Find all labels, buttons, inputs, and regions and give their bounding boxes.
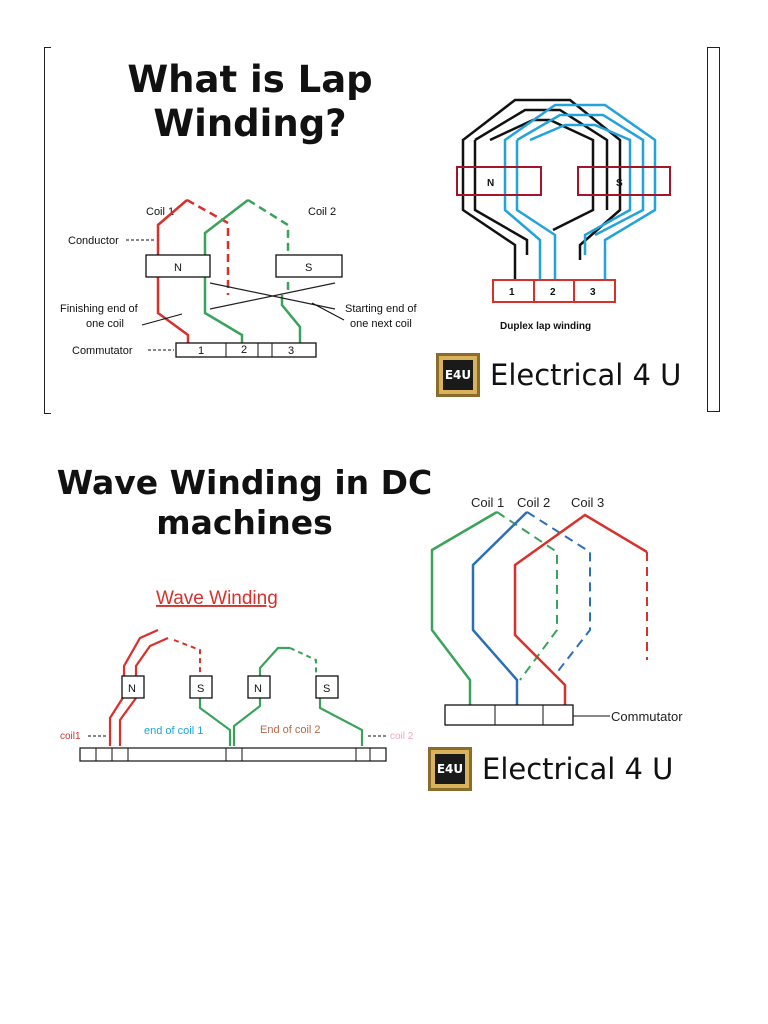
wave-pole-4-label: S <box>323 683 330 695</box>
wave-subtitle: Wave Winding <box>156 588 278 609</box>
e4u-chip-text: E4U <box>443 360 473 390</box>
coil2-end-lead <box>280 295 302 347</box>
starting-end-line2: one next coil <box>350 318 412 330</box>
wave-winding-diagram: Wave Winding N S N S coil1 end of coil 1… <box>60 588 414 762</box>
wave-coil1-label: coil1 <box>60 731 81 742</box>
pole-n-box <box>145 254 211 278</box>
coil2-lead <box>203 295 244 347</box>
conductor-label: Conductor <box>68 235 119 247</box>
lap-title-line2: Winding? <box>153 102 347 146</box>
coil1-label: Coil 1 <box>146 206 174 218</box>
duplex-black-coil-top <box>474 108 609 210</box>
duplex-seg-2: 2 <box>550 287 556 298</box>
duplex-pole-s <box>577 166 671 196</box>
pole-n-label: N <box>174 262 182 274</box>
duplex-blue-coil-mid <box>516 113 645 237</box>
duplex-caption: Duplex lap winding <box>500 321 591 332</box>
wave-pole-1 <box>121 675 145 699</box>
lap-panel-right-border <box>707 47 720 412</box>
right-blue-coil-return <box>526 511 591 676</box>
brand-name: Electrical 4 U <box>490 358 682 392</box>
e4u-chip-icon: E4U <box>436 353 480 397</box>
e4u-chip-text-bottom: E4U <box>435 754 465 784</box>
lap-panel-left-border <box>44 47 51 414</box>
wave-green-lead <box>318 696 364 746</box>
right-commutator <box>444 704 574 726</box>
wave-pole-4 <box>315 675 339 699</box>
lap-winding-diagram: Coil 1 Coil 2 Conductor N S Finishing en… <box>60 198 417 358</box>
right-coil3-label: Coil 3 <box>571 495 604 510</box>
right-coil1-label: Coil 1 <box>471 495 504 510</box>
starting-end-arrow <box>311 302 345 321</box>
duplex-seg-3: 3 <box>590 287 596 298</box>
wave-pole-3-label: N <box>254 683 262 695</box>
right-coil2-label: Coil 2 <box>517 495 550 510</box>
finishing-end-line1: Finishing end of <box>60 303 139 315</box>
wave-red-return <box>173 639 201 673</box>
wave-green-link <box>198 696 232 746</box>
wave-title: Wave Winding in DC machines <box>52 463 437 542</box>
wave-green-return <box>289 647 317 676</box>
lap-title-line1: What is Lap <box>127 58 373 101</box>
wave-pole-2-label: S <box>197 683 204 695</box>
coil1-right-conductor <box>186 198 230 295</box>
brand-logo-bottom: E4U Electrical 4 U <box>428 747 673 791</box>
wave-pole-2 <box>189 675 213 699</box>
duplex-blue-coil-outer <box>503 103 657 280</box>
duplex-pole-n-label: N <box>487 178 494 189</box>
wave-end-coil1: end of coil 1 <box>144 725 203 737</box>
commutator-bar <box>175 342 317 358</box>
right-green-coil <box>430 510 498 705</box>
pole-s-label: S <box>305 262 312 274</box>
brand-name-bottom: Electrical 4 U <box>482 752 674 786</box>
duplex-lap-diagram: N S 1 2 3 Duplex lap winding <box>456 98 671 332</box>
commutator-seg-3: 3 <box>288 345 294 357</box>
duplex-commutator <box>492 279 616 303</box>
coil2-right-conductor <box>247 198 290 295</box>
finishing-end-arrow <box>141 313 183 326</box>
lap-title: What is Lap Winding? <box>110 58 390 147</box>
right-green-coil-return <box>496 511 558 681</box>
right-red-coil <box>513 513 648 705</box>
commutator-seg-2: 2 <box>241 344 247 356</box>
finishing-end-line2: one coil <box>86 318 124 330</box>
wave-end-coil2: End of coil 2 <box>260 724 321 736</box>
coil1-lead <box>156 295 190 347</box>
right-commutator-label: Commutator <box>611 709 683 724</box>
duplex-pole-s-label: S <box>616 178 623 189</box>
wave-title-line2: machines <box>156 502 333 542</box>
coil2-label: Coil 2 <box>308 206 336 218</box>
wave-coil2-label: coil 2 <box>390 731 414 742</box>
e4u-chip-icon-bottom: E4U <box>428 747 472 791</box>
wave-commutator <box>79 747 387 762</box>
wave-coils-diagram: Coil 1 Coil 2 Coil 3 Commutator <box>430 495 683 726</box>
duplex-black-coil-mid <box>473 140 529 255</box>
starting-end-line1: Starting end of <box>345 303 417 315</box>
duplex-black-coil-inner <box>489 118 595 232</box>
wave-pole-3 <box>247 675 271 699</box>
wave-title-line1: Wave Winding in DC <box>56 463 433 502</box>
brand-logo-top: E4U Electrical 4 U <box>436 353 681 397</box>
duplex-pole-n <box>456 166 542 196</box>
duplex-blue-coil-lead <box>515 140 557 280</box>
commutator-seg-1: 1 <box>198 345 204 357</box>
crossover-line-2 <box>209 282 336 310</box>
duplex-blue-coil-inner <box>529 123 632 255</box>
pole-s-box <box>275 254 343 278</box>
duplex-seg-1: 1 <box>509 287 515 298</box>
right-blue-coil <box>471 511 528 705</box>
commutator-label: Commutator <box>72 345 133 357</box>
wave-pole-1-label: N <box>128 683 136 695</box>
